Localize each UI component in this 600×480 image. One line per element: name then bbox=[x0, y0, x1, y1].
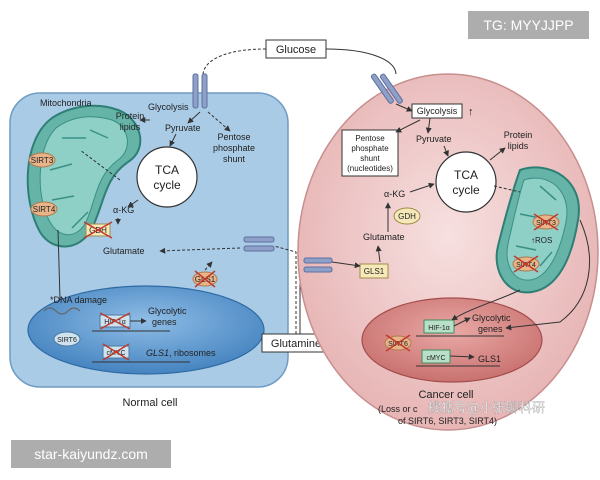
normal-akg: α-KG bbox=[113, 205, 134, 215]
normal-gls1-cross bbox=[194, 270, 216, 288]
glucose-transporter-cancer-2 bbox=[379, 73, 403, 104]
glucose-to-normal-arrow bbox=[202, 48, 267, 75]
normal-pentose-2: phosphate bbox=[213, 143, 255, 153]
cancer-cmyc: cMYC bbox=[426, 355, 445, 362]
glucose-transporter-cancer bbox=[370, 73, 394, 104]
sirt4-normal-label: SIRT4 bbox=[33, 205, 56, 214]
glutamine-transporter-normal bbox=[243, 236, 275, 243]
normal-glycolytic-1: Glycolytic bbox=[148, 306, 187, 316]
sirt3-normal-badge bbox=[28, 152, 56, 168]
normal-nucleus bbox=[27, 285, 265, 375]
cancer-akg: α-KG bbox=[384, 189, 405, 199]
top-watermark: TG: MYYJJPP bbox=[468, 11, 589, 39]
normal-tca-1: TCA bbox=[155, 163, 179, 177]
normal-hif: HIF-1α bbox=[104, 319, 126, 326]
cancer-protein-lipids-2: lipids bbox=[508, 141, 529, 151]
cancer-sirt4: SIRT4 bbox=[516, 262, 536, 269]
normal-pentose-3: shunt bbox=[223, 154, 246, 164]
mitochondria-label: Mitochondria bbox=[40, 98, 92, 108]
bottom-watermark: star-kaiyundz.com bbox=[11, 440, 171, 468]
normal-pentose-1: Pentose bbox=[217, 132, 250, 142]
cancer-loss-2: of SIRT6, SIRT3, SIRT4) bbox=[398, 416, 497, 426]
cancer-ros: ↑ROS bbox=[531, 236, 552, 245]
cancer-cell-label: Cancer cell bbox=[418, 389, 473, 401]
normal-protein-lipids-1: Protein bbox=[116, 111, 145, 121]
cn-watermark: 搜狐号@小张聊科研 bbox=[428, 401, 545, 416]
normal-glycolysis: Glycolysis bbox=[148, 102, 189, 112]
normal-gdh-cross bbox=[83, 221, 113, 239]
cancer-gls1-gene: GLS1 bbox=[478, 354, 501, 364]
cancer-pentose-2: phosphate bbox=[351, 144, 389, 153]
cancer-tca-1: TCA bbox=[454, 168, 478, 182]
glutamine-to-normal-arrow bbox=[273, 245, 297, 334]
cancer-tca-2: cycle bbox=[452, 183, 480, 197]
normal-cmyc-cross bbox=[102, 343, 130, 361]
normal-gls1-ribosomes: GLS1, ribosomes bbox=[146, 348, 216, 358]
glutamine-label: Glutamine bbox=[271, 338, 321, 350]
normal-tca-cycle bbox=[136, 146, 198, 208]
cancer-sirt3: SIRT3 bbox=[536, 220, 556, 227]
cancer-pentose-4: (nucleotides) bbox=[347, 164, 393, 173]
cancer-gls1: GLS1 bbox=[364, 267, 385, 276]
cancer-pathway-arrows bbox=[331, 103, 590, 360]
cancer-pentose-1: Pentose bbox=[355, 134, 385, 143]
cancer-pentose-3: shunt bbox=[360, 154, 380, 163]
normal-protein-lipids-2: lipids bbox=[120, 122, 141, 132]
cancer-tca-cycle bbox=[435, 151, 497, 213]
glucose-to-cancer-arrow bbox=[325, 48, 397, 75]
cancer-gdh-badge bbox=[393, 207, 421, 225]
cancer-glycolysis: Glycolysis bbox=[417, 106, 458, 116]
dna-strand-icon bbox=[43, 307, 81, 315]
cancer-glycolysis-up-arrow: ↑ bbox=[468, 106, 474, 118]
cancer-sirt6-cross bbox=[385, 334, 411, 352]
glutamine-transporter-cancer-2 bbox=[303, 266, 333, 273]
normal-pyruvate: Pyruvate bbox=[165, 123, 201, 133]
sirt4-normal-badge bbox=[30, 201, 58, 217]
normal-cmyc: cMYC bbox=[106, 350, 125, 357]
normal-dna-damage: *DNA damage bbox=[50, 295, 107, 305]
cancer-gls1-box bbox=[359, 263, 389, 279]
normal-glutamate: Glutamate bbox=[103, 246, 145, 256]
cancer-hif-box bbox=[423, 319, 455, 334]
glucose-label: Glucose bbox=[276, 44, 316, 56]
cancer-gdh: GDH bbox=[398, 212, 416, 221]
cancer-glycolytic-2: genes bbox=[478, 324, 503, 334]
normal-tca-2: cycle bbox=[153, 178, 181, 192]
cancer-sirt4-cross bbox=[513, 255, 539, 273]
normal-sirt6-badge bbox=[53, 331, 81, 347]
cancer-nucleus bbox=[361, 297, 543, 383]
glutamine-transporter-normal-2 bbox=[243, 245, 275, 252]
glutamine-transporter-cancer bbox=[303, 257, 333, 264]
cancer-protein-lipids-1: Protein bbox=[504, 130, 533, 140]
cancer-pyruvate: Pyruvate bbox=[416, 134, 452, 144]
sirt3-normal-label: SIRT3 bbox=[31, 156, 54, 165]
normal-pathway-arrows bbox=[57, 111, 241, 324]
cancer-sirt3-cross bbox=[533, 213, 559, 231]
glucose-transporter-normal bbox=[192, 73, 199, 109]
cancer-hif: HIF-1α bbox=[428, 325, 450, 332]
cancer-glutamate: Glutamate bbox=[363, 232, 405, 242]
cancer-loss-1: (Loss or c bbox=[378, 404, 418, 414]
normal-sirt6: SIRT6 bbox=[57, 337, 77, 344]
glucose-transporter-normal-2 bbox=[201, 73, 208, 109]
cancer-glycolytic-1: Glycolytic bbox=[472, 313, 511, 323]
normal-glycolytic-2: genes bbox=[152, 317, 177, 327]
cancer-sirt6: SIRT6 bbox=[388, 341, 408, 348]
normal-hif-cross bbox=[99, 312, 131, 330]
cancer-pentose-box bbox=[341, 129, 399, 177]
normal-cell-label: Normal cell bbox=[122, 397, 177, 409]
